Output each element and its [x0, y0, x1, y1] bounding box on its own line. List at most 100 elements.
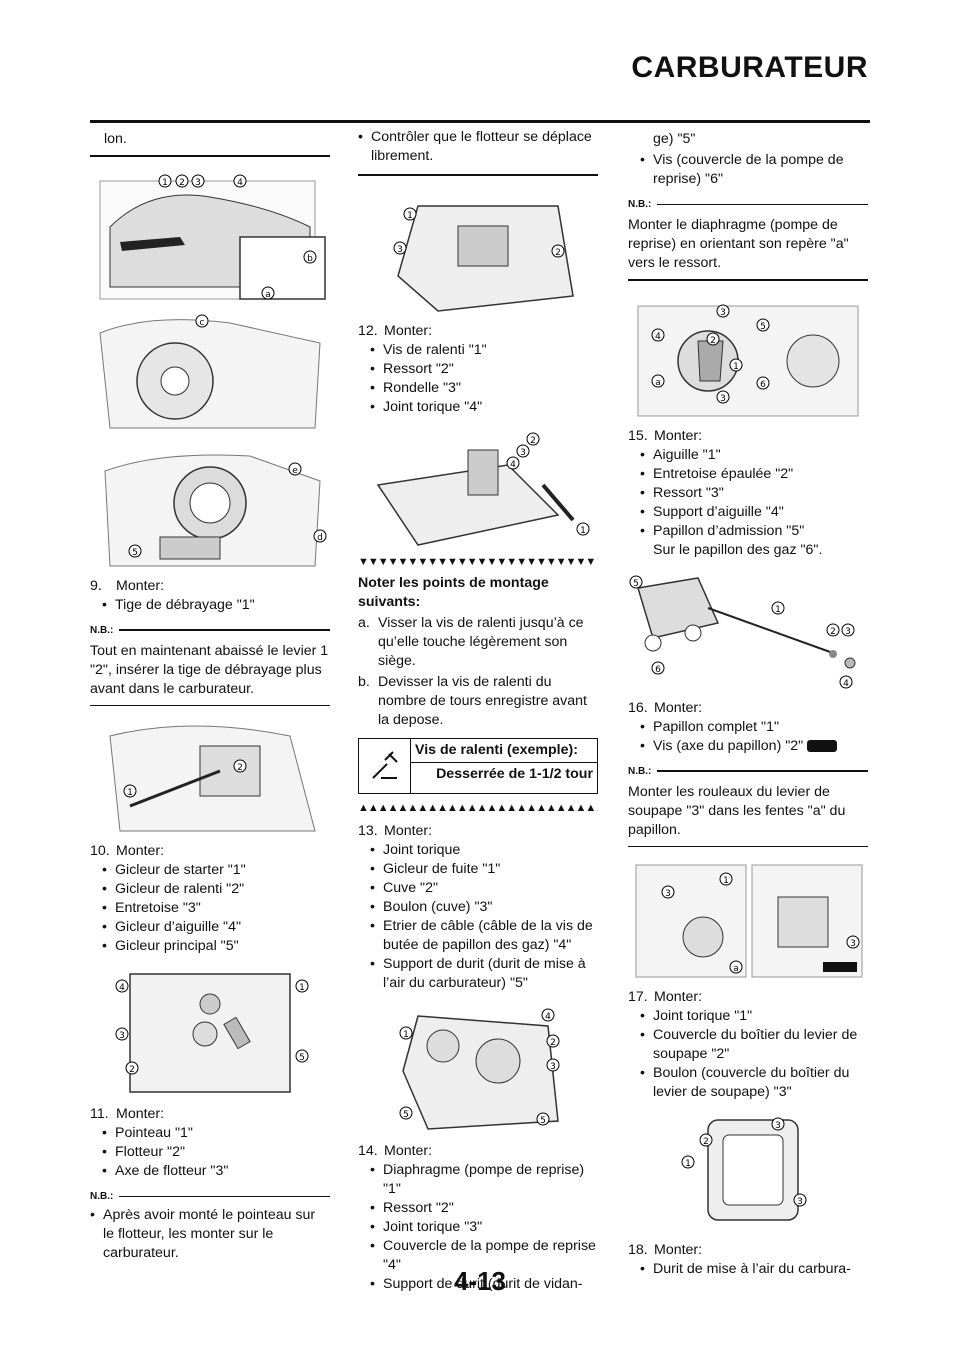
- list-item: Tige de débrayage "1": [102, 596, 330, 615]
- label: 4: [545, 1012, 551, 1022]
- label: 1: [403, 1030, 409, 1040]
- label: 2: [530, 436, 536, 446]
- figure-starter-rod: 2 1: [109, 725, 316, 832]
- list-item: Pointeau "1": [102, 1124, 330, 1143]
- label: 3: [850, 939, 856, 949]
- label: 3: [195, 178, 201, 188]
- label: 4: [237, 178, 243, 188]
- label: 3: [720, 308, 726, 318]
- step-number: 12.: [358, 322, 378, 339]
- thread-locker-icon: [807, 739, 838, 752]
- label: 1: [685, 1159, 691, 1169]
- label: 3: [775, 1121, 781, 1131]
- nb-header: N.B.:: [90, 621, 330, 640]
- list-item: Diaphragme (pompe de reprise) "1": [370, 1161, 598, 1199]
- label: a: [265, 290, 271, 300]
- label: 5: [633, 579, 639, 589]
- points-title: Noter les points de montage suivants:: [358, 574, 549, 610]
- step-heading: Monter:: [654, 1242, 703, 1258]
- step-10: 10.Monter: Gicleur de starter "1" Gicleu…: [90, 842, 330, 956]
- label: 2: [703, 1137, 709, 1147]
- label: 3: [845, 627, 851, 637]
- label: b: [307, 254, 313, 264]
- step-number: 14.: [358, 1142, 378, 1159]
- list-item: Gicleur de ralenti "2": [102, 880, 330, 899]
- list-item: Cuve "2": [370, 879, 598, 898]
- point-a: a.Visser la vis de ralenti jusqu’à ce qu…: [358, 614, 598, 671]
- list-item: Durit de mise à l’air du carbura-: [640, 1260, 868, 1279]
- step-number: 11.: [90, 1106, 109, 1122]
- label: 1: [299, 983, 305, 993]
- page-title: CARBURATEUR: [631, 51, 868, 84]
- step-16: 16.Monter: Papillon complet "1" Vis (axe…: [628, 699, 868, 756]
- list-item: Gicleur principal "5": [102, 937, 330, 956]
- step-heading: Monter:: [116, 1106, 165, 1122]
- label: 1: [580, 526, 586, 536]
- step-heading: Monter:: [116, 843, 165, 859]
- label: 2: [550, 1038, 556, 1048]
- note-text: Tout en maintenant abaissé le levier 1 "…: [90, 642, 329, 697]
- list-item: Ressort "2": [370, 1199, 598, 1218]
- list-item: Joint torique "3": [370, 1218, 598, 1237]
- list-item: Boulon (couvercle du boîtier du levier d…: [640, 1064, 868, 1102]
- label: 1: [162, 178, 168, 188]
- column-2: Contrôler que le flotteur se déplace lib…: [358, 128, 598, 1294]
- triangle-rule-top: ▼▼▼▼▼▼▼▼▼▼▼▼▼▼▼▼▼▼▼▼▼▼▼▼▼▼▼▼: [358, 555, 598, 568]
- list-item: Support de durit (durit de vidan-: [370, 1275, 598, 1294]
- label: 2: [179, 178, 185, 188]
- list-item: Flotteur "2": [102, 1143, 330, 1162]
- label: 4: [843, 679, 849, 689]
- note-text: Monter les rouleaux du levier de soupape…: [628, 783, 846, 838]
- label: 5: [132, 548, 138, 558]
- nb-header: N.B.:: [628, 195, 868, 214]
- nb-label: N.B.:: [90, 624, 114, 636]
- list-item: Contrôler que le flotteur se déplace lib…: [358, 128, 598, 166]
- column-1: lon. 1 2 3 4 b a c e 5 d 9.Monter: Tige …: [90, 128, 330, 1263]
- label: 4: [119, 983, 125, 993]
- list-item: Gicleur de fuite "1": [370, 860, 598, 879]
- label: 3: [665, 889, 671, 899]
- step-number: 10.: [90, 843, 110, 859]
- label: 1: [733, 362, 739, 372]
- point-text: Visser la vis de ralenti jusqu’à ce qu’e…: [378, 614, 584, 669]
- spec-box: Vis de ralenti (exemple): Desserrée de 1…: [358, 737, 598, 794]
- page-number: 4-13: [453, 1266, 507, 1296]
- label: 1: [407, 211, 413, 221]
- step-9: 9. Monter: Tige de débrayage "1": [90, 577, 330, 615]
- label: 3: [397, 245, 403, 255]
- step-heading: Monter:: [384, 1142, 433, 1159]
- step-11: 11.Monter: Pointeau "1" Flotteur "2" Axe…: [90, 1105, 330, 1181]
- step-18: 18. Monter: Durit de mise à l’air du carb…: [628, 1241, 868, 1279]
- list-item: Joint torique: [370, 841, 598, 860]
- list-item: Vis (axe du papillon) "2": [640, 737, 868, 756]
- step-heading: Monter:: [384, 322, 433, 339]
- label: 2: [555, 248, 561, 258]
- label: 1: [127, 788, 133, 798]
- step-heading: Monter:: [116, 577, 165, 594]
- label: 6: [760, 380, 766, 390]
- label: 3: [520, 448, 526, 458]
- point-b: b.Devisser la vis de ralenti du nombre d…: [358, 673, 598, 730]
- figure-choke-plunger: c: [99, 314, 321, 428]
- step-number: 9.: [90, 577, 102, 594]
- list-item-text: Vis (axe du papillon) "2": [653, 737, 804, 754]
- column-3: ge) "5" Vis (couvercle de la pompe de re…: [628, 128, 868, 1279]
- figure-lever-cover: 3 2 1 3: [681, 1117, 807, 1221]
- step-heading: Monter:: [654, 427, 703, 444]
- nb-header: N.B.:: [628, 762, 868, 781]
- label: 5: [540, 1116, 546, 1126]
- step-heading: Monter:: [654, 699, 703, 716]
- figure-accelerator-pump: 3 5 4 2 1 a 6 3: [637, 304, 859, 416]
- rule: [358, 174, 598, 176]
- nb-label: N.B.:: [628, 765, 652, 777]
- list-item: Ressort "2": [370, 360, 598, 379]
- list-item: Joint torique "1": [640, 1007, 868, 1026]
- nb-header: N.B.:: [90, 1187, 330, 1206]
- step-extra: Sur le papillon des gaz "6".: [653, 541, 823, 558]
- label: 3: [550, 1062, 556, 1072]
- step-number: 18.: [628, 1242, 648, 1258]
- step-17: 17.Monter: Joint torique "1" Couvercle d…: [628, 988, 868, 1102]
- label: 1: [775, 605, 781, 615]
- rule: [628, 845, 868, 847]
- list-item: Entretoise "3": [102, 899, 330, 918]
